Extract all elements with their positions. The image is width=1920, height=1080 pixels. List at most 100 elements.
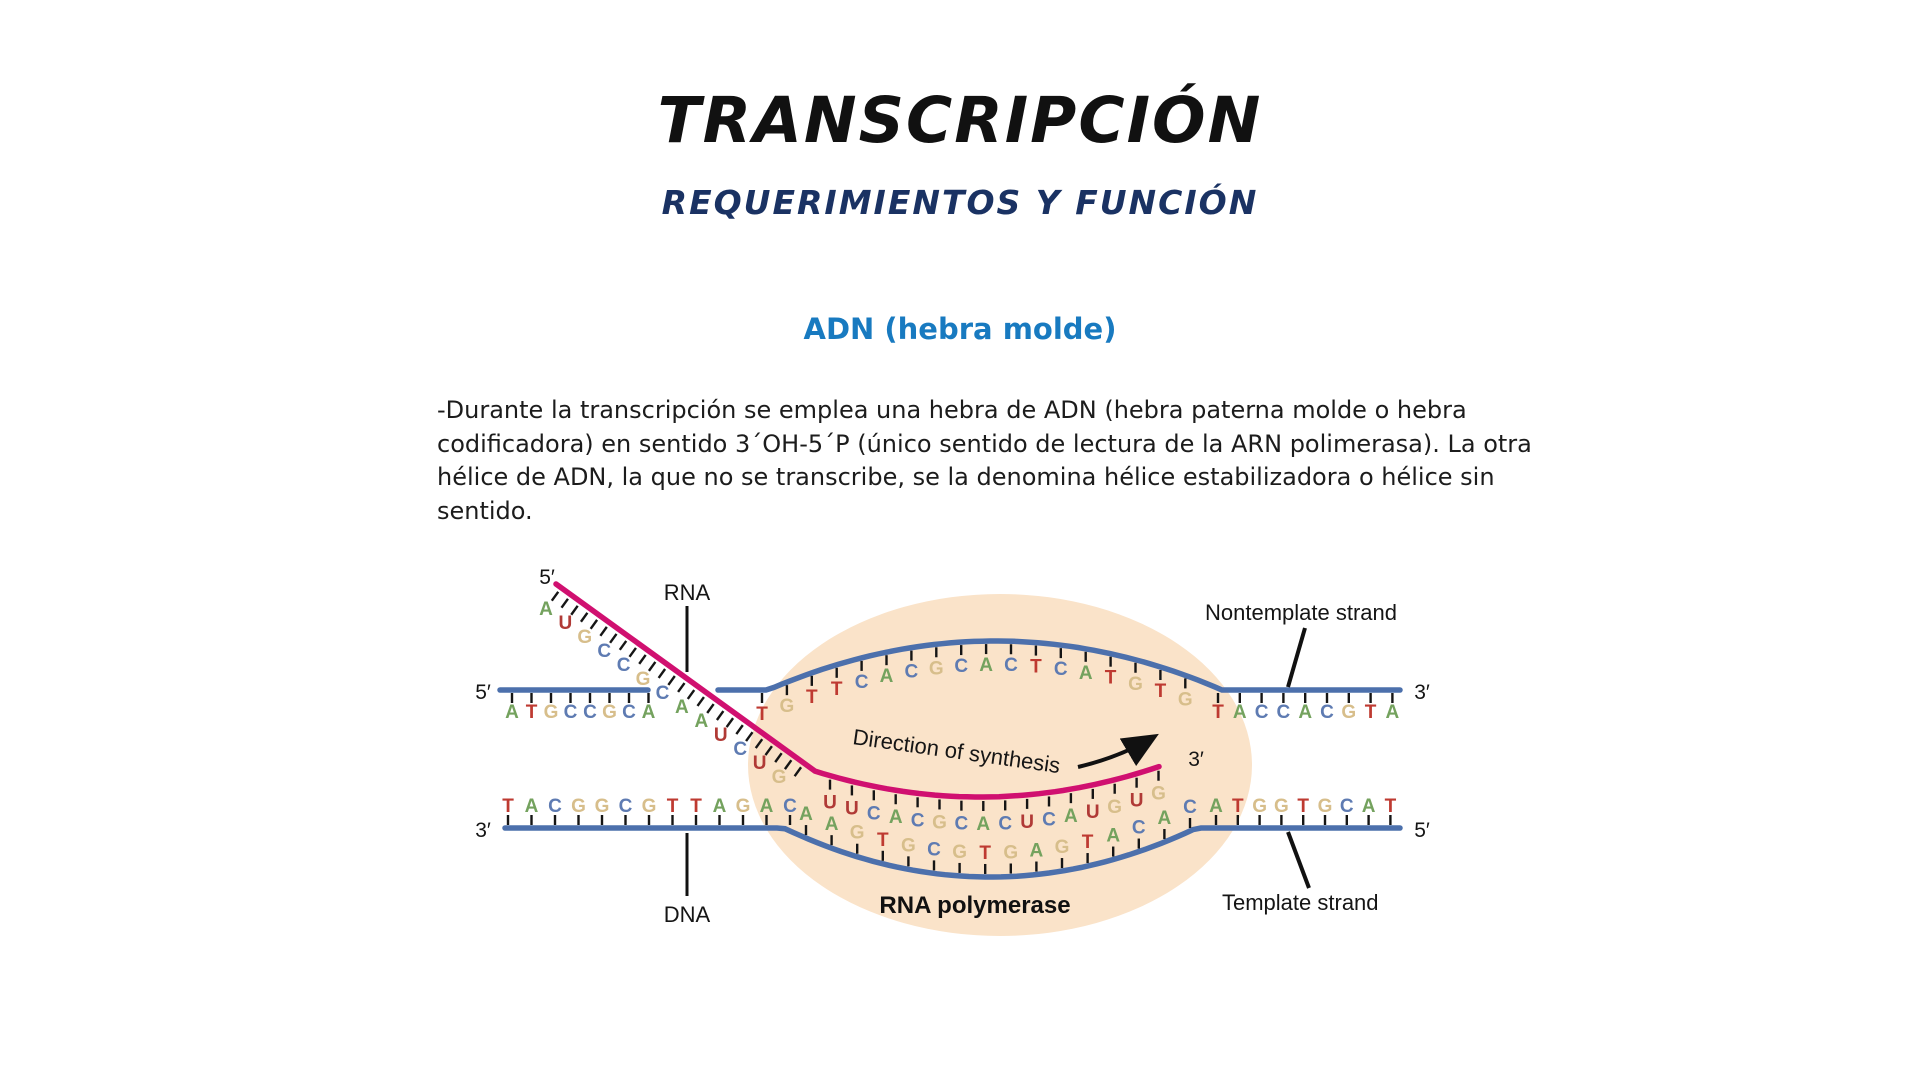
svg-text:C: C xyxy=(548,796,562,817)
svg-text:A: A xyxy=(525,796,539,817)
svg-text:C: C xyxy=(954,656,968,677)
svg-text:T: T xyxy=(877,830,889,851)
svg-text:C: C xyxy=(911,810,925,831)
svg-text:G: G xyxy=(780,696,795,717)
svg-text:C: C xyxy=(1255,702,1269,723)
svg-text:U: U xyxy=(1020,812,1034,833)
svg-text:C: C xyxy=(905,662,919,683)
page-subtitle: REQUERIMIENTOS Y FUNCIÓN xyxy=(661,183,1259,222)
svg-text:C: C xyxy=(617,655,631,676)
svg-text:C: C xyxy=(1340,796,1354,817)
rna-label: RNA xyxy=(664,580,711,605)
svg-text:A: A xyxy=(976,814,990,835)
svg-text:T: T xyxy=(979,843,991,864)
svg-text:A: A xyxy=(694,711,708,732)
svg-text:T: T xyxy=(667,796,679,817)
svg-text:G: G xyxy=(1274,796,1289,817)
svg-text:A: A xyxy=(1233,702,1247,723)
svg-text:U: U xyxy=(1086,802,1100,823)
svg-text:T: T xyxy=(1105,668,1117,689)
svg-text:G: G xyxy=(932,812,947,833)
svg-text:C: C xyxy=(927,839,941,860)
paragraph-line: -Durante la transcripción se emplea una … xyxy=(437,396,1467,424)
nontemplate-pointer-line xyxy=(1286,627,1307,688)
svg-text:G: G xyxy=(1055,837,1070,858)
svg-text:A: A xyxy=(1079,663,1093,684)
svg-text:C: C xyxy=(1132,818,1146,839)
svg-text:C: C xyxy=(855,672,869,693)
svg-text:C: C xyxy=(564,702,578,723)
svg-text:A: A xyxy=(539,599,553,620)
svg-text:C: C xyxy=(867,803,881,824)
svg-text:T: T xyxy=(526,702,538,723)
svg-text:G: G xyxy=(1318,796,1333,817)
svg-text:A: A xyxy=(799,804,813,825)
svg-text:A: A xyxy=(505,702,519,723)
rna-five-prime-label: 5′ xyxy=(539,566,555,589)
svg-text:C: C xyxy=(783,796,797,817)
svg-text:C: C xyxy=(597,641,611,662)
rna-polymerase-body xyxy=(748,594,1252,936)
svg-text:A: A xyxy=(675,697,689,718)
svg-text:A: A xyxy=(713,796,727,817)
svg-text:G: G xyxy=(736,796,751,817)
svg-text:C: C xyxy=(1277,702,1291,723)
svg-text:G: G xyxy=(1178,689,1193,710)
svg-text:C: C xyxy=(998,813,1012,834)
svg-text:T: T xyxy=(806,687,818,708)
svg-text:A: A xyxy=(979,655,993,676)
svg-text:G: G xyxy=(1003,843,1018,864)
top-right-three-prime-label: 3′ xyxy=(1414,681,1430,704)
svg-text:T: T xyxy=(1232,796,1244,817)
svg-text:C: C xyxy=(1054,659,1068,680)
svg-text:G: G xyxy=(901,835,916,856)
bottom-right-five-prime-label: 5′ xyxy=(1414,819,1430,842)
svg-text:C: C xyxy=(656,683,670,704)
svg-text:A: A xyxy=(1209,796,1223,817)
svg-text:G: G xyxy=(602,702,617,723)
svg-text:U: U xyxy=(714,725,728,746)
svg-text:T: T xyxy=(1385,796,1397,817)
template-pointer-line xyxy=(1286,831,1311,889)
svg-text:A: A xyxy=(1298,702,1312,723)
nontemplate-strand-label: Nontemplate strand xyxy=(1205,600,1397,625)
svg-text:G: G xyxy=(1252,796,1267,817)
svg-text:T: T xyxy=(756,704,768,725)
svg-text:T: T xyxy=(1030,657,1042,678)
svg-text:U: U xyxy=(753,753,767,774)
svg-text:G: G xyxy=(571,796,586,817)
svg-text:C: C xyxy=(619,796,633,817)
svg-text:C: C xyxy=(955,814,969,835)
bottom-left-three-prime-label: 3′ xyxy=(475,819,491,842)
svg-text:A: A xyxy=(1158,808,1172,829)
svg-text:A: A xyxy=(880,666,894,687)
svg-text:T: T xyxy=(1212,702,1224,723)
svg-text:G: G xyxy=(642,796,657,817)
svg-text:G: G xyxy=(636,669,651,690)
svg-text:A: A xyxy=(1030,841,1044,862)
svg-text:G: G xyxy=(1107,797,1122,818)
svg-text:C: C xyxy=(1183,797,1197,818)
svg-text:U: U xyxy=(823,793,837,814)
template-strand-label: Template strand xyxy=(1222,890,1379,915)
page-title: TRANSCRIPCIÓN xyxy=(657,84,1263,157)
svg-text:A: A xyxy=(1362,796,1376,817)
rna-polymerase-label: RNA polymerase xyxy=(879,892,1070,919)
paragraph-line: sentido. xyxy=(437,496,533,525)
direction-arrow xyxy=(1077,733,1159,769)
paragraph-line: hélice de ADN, la que no se transcribe, … xyxy=(437,463,1495,491)
svg-text:T: T xyxy=(831,679,843,700)
svg-text:A: A xyxy=(889,807,903,828)
svg-text:A: A xyxy=(1386,702,1400,723)
svg-text:G: G xyxy=(952,842,967,863)
body-paragraph: -Durante la transcripción se emplea una … xyxy=(437,394,1647,528)
base-pair-ticks xyxy=(506,591,1394,874)
svg-text:T: T xyxy=(1297,796,1309,817)
svg-text:T: T xyxy=(1365,702,1377,723)
svg-text:G: G xyxy=(1128,674,1143,695)
top-left-five-prime-label: 5′ xyxy=(475,681,491,704)
svg-text:G: G xyxy=(577,627,592,648)
svg-text:G: G xyxy=(595,796,610,817)
